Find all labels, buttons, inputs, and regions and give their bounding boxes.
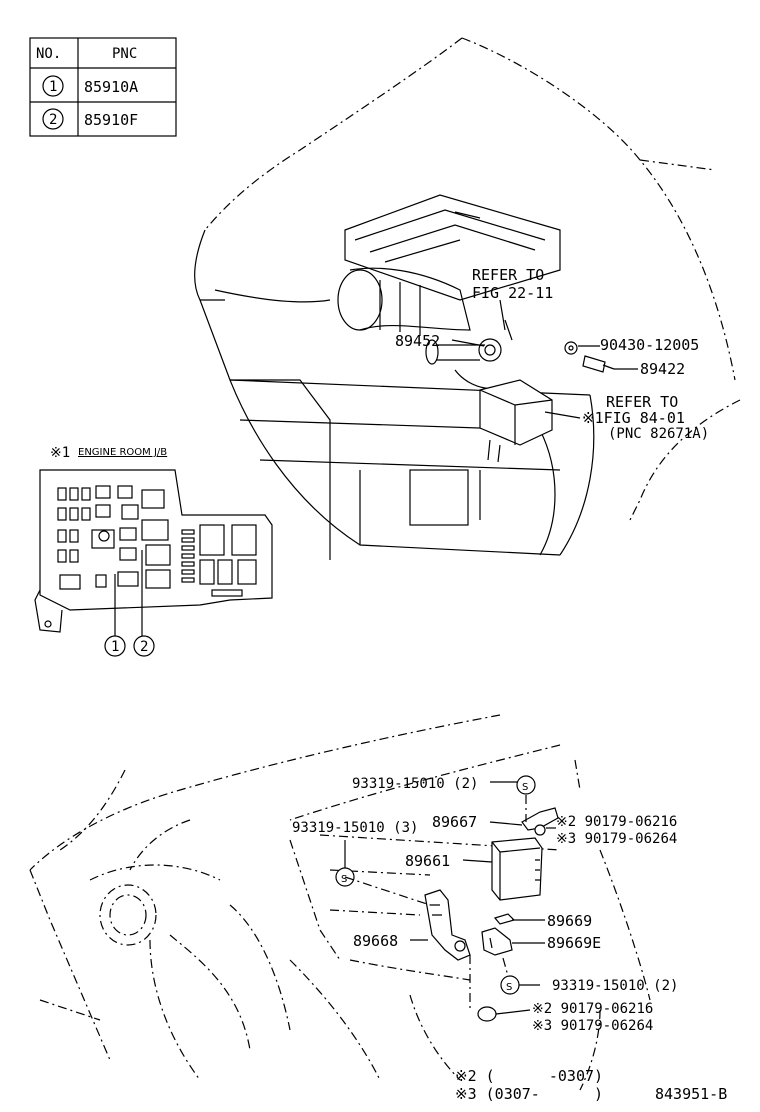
label-refer-fig-22-line1: REFER TO — [472, 266, 544, 284]
label-part-89422: 89422 — [640, 360, 685, 378]
label-refer-fig-84-line3: (PNC 82671A) — [608, 426, 709, 442]
vehicle-front-illustration — [194, 37, 741, 560]
svg-text:S: S — [341, 874, 347, 885]
label-part-89669e: 89669E — [547, 934, 601, 952]
svg-text:S: S — [506, 982, 512, 993]
label-part-89661: 89661 — [405, 852, 450, 870]
label-part-93319-15010-2-bottom: 93319-15010 (2) — [552, 978, 678, 994]
jb-callout-2: 2 — [140, 639, 148, 655]
label-part-93319-15010-2-top: 93319-15010 (2) — [352, 776, 478, 792]
pnc-table-row2-pnc: 85910F — [84, 111, 138, 129]
label-ref2-90179-06216-bottom: ※2 90179-06216 — [532, 1001, 653, 1017]
engine-room-junction-block: ※1 ENGINE ROOM J/B — [34, 445, 273, 657]
jb-title-marker: ※1 — [50, 445, 70, 461]
top-leader-lines — [451, 299, 638, 419]
drawing-id: 843951-B — [655, 1085, 727, 1103]
bottom-parts: S S S — [335, 775, 559, 1022]
label-ref3-90179-06264-top: ※3 90179-06264 — [556, 831, 677, 847]
dashboard-illustration — [29, 714, 651, 1091]
label-ref2-90179-06216-top: ※2 90179-06216 — [556, 814, 677, 830]
bottom-leader-lines — [344, 781, 556, 1015]
label-part-89452: 89452 — [395, 332, 440, 350]
label-part-89668: 89668 — [353, 932, 398, 950]
label-part-89669: 89669 — [547, 912, 592, 930]
label-part-93319-15010-3: 93319-15010 (3) — [292, 820, 418, 836]
footnote-ref3: ※3 (0307- ) — [455, 1085, 603, 1103]
pnc-table-header-pnc: PNC — [112, 46, 137, 62]
label-part-89667: 89667 — [432, 813, 477, 831]
jb-callout-1: 1 — [111, 639, 119, 655]
label-ref3-90179-06264-bottom: ※3 90179-06264 — [532, 1018, 653, 1034]
pnc-table-row2-no: 2 — [49, 112, 57, 128]
label-refer-fig-84-line2: ※1FIG 84-01 — [582, 409, 685, 427]
label-refer-fig-22-line2: FIG 22-11 — [472, 284, 553, 302]
pnc-table-header-no: NO. — [36, 46, 61, 62]
pnc-table: NO. PNC 1 85910A 2 85910F — [29, 37, 177, 137]
pnc-table-row1-pnc: 85910A — [84, 78, 138, 96]
label-part-90430-12005: 90430-12005 — [600, 336, 699, 354]
footnote-ref2: ※2 ( -0307) — [455, 1067, 603, 1085]
jb-title: ENGINE ROOM J/B — [78, 447, 167, 458]
label-refer-fig-84-line1: REFER TO — [606, 393, 678, 411]
svg-text:S: S — [522, 782, 528, 793]
pnc-table-row1-no: 1 — [49, 79, 57, 95]
